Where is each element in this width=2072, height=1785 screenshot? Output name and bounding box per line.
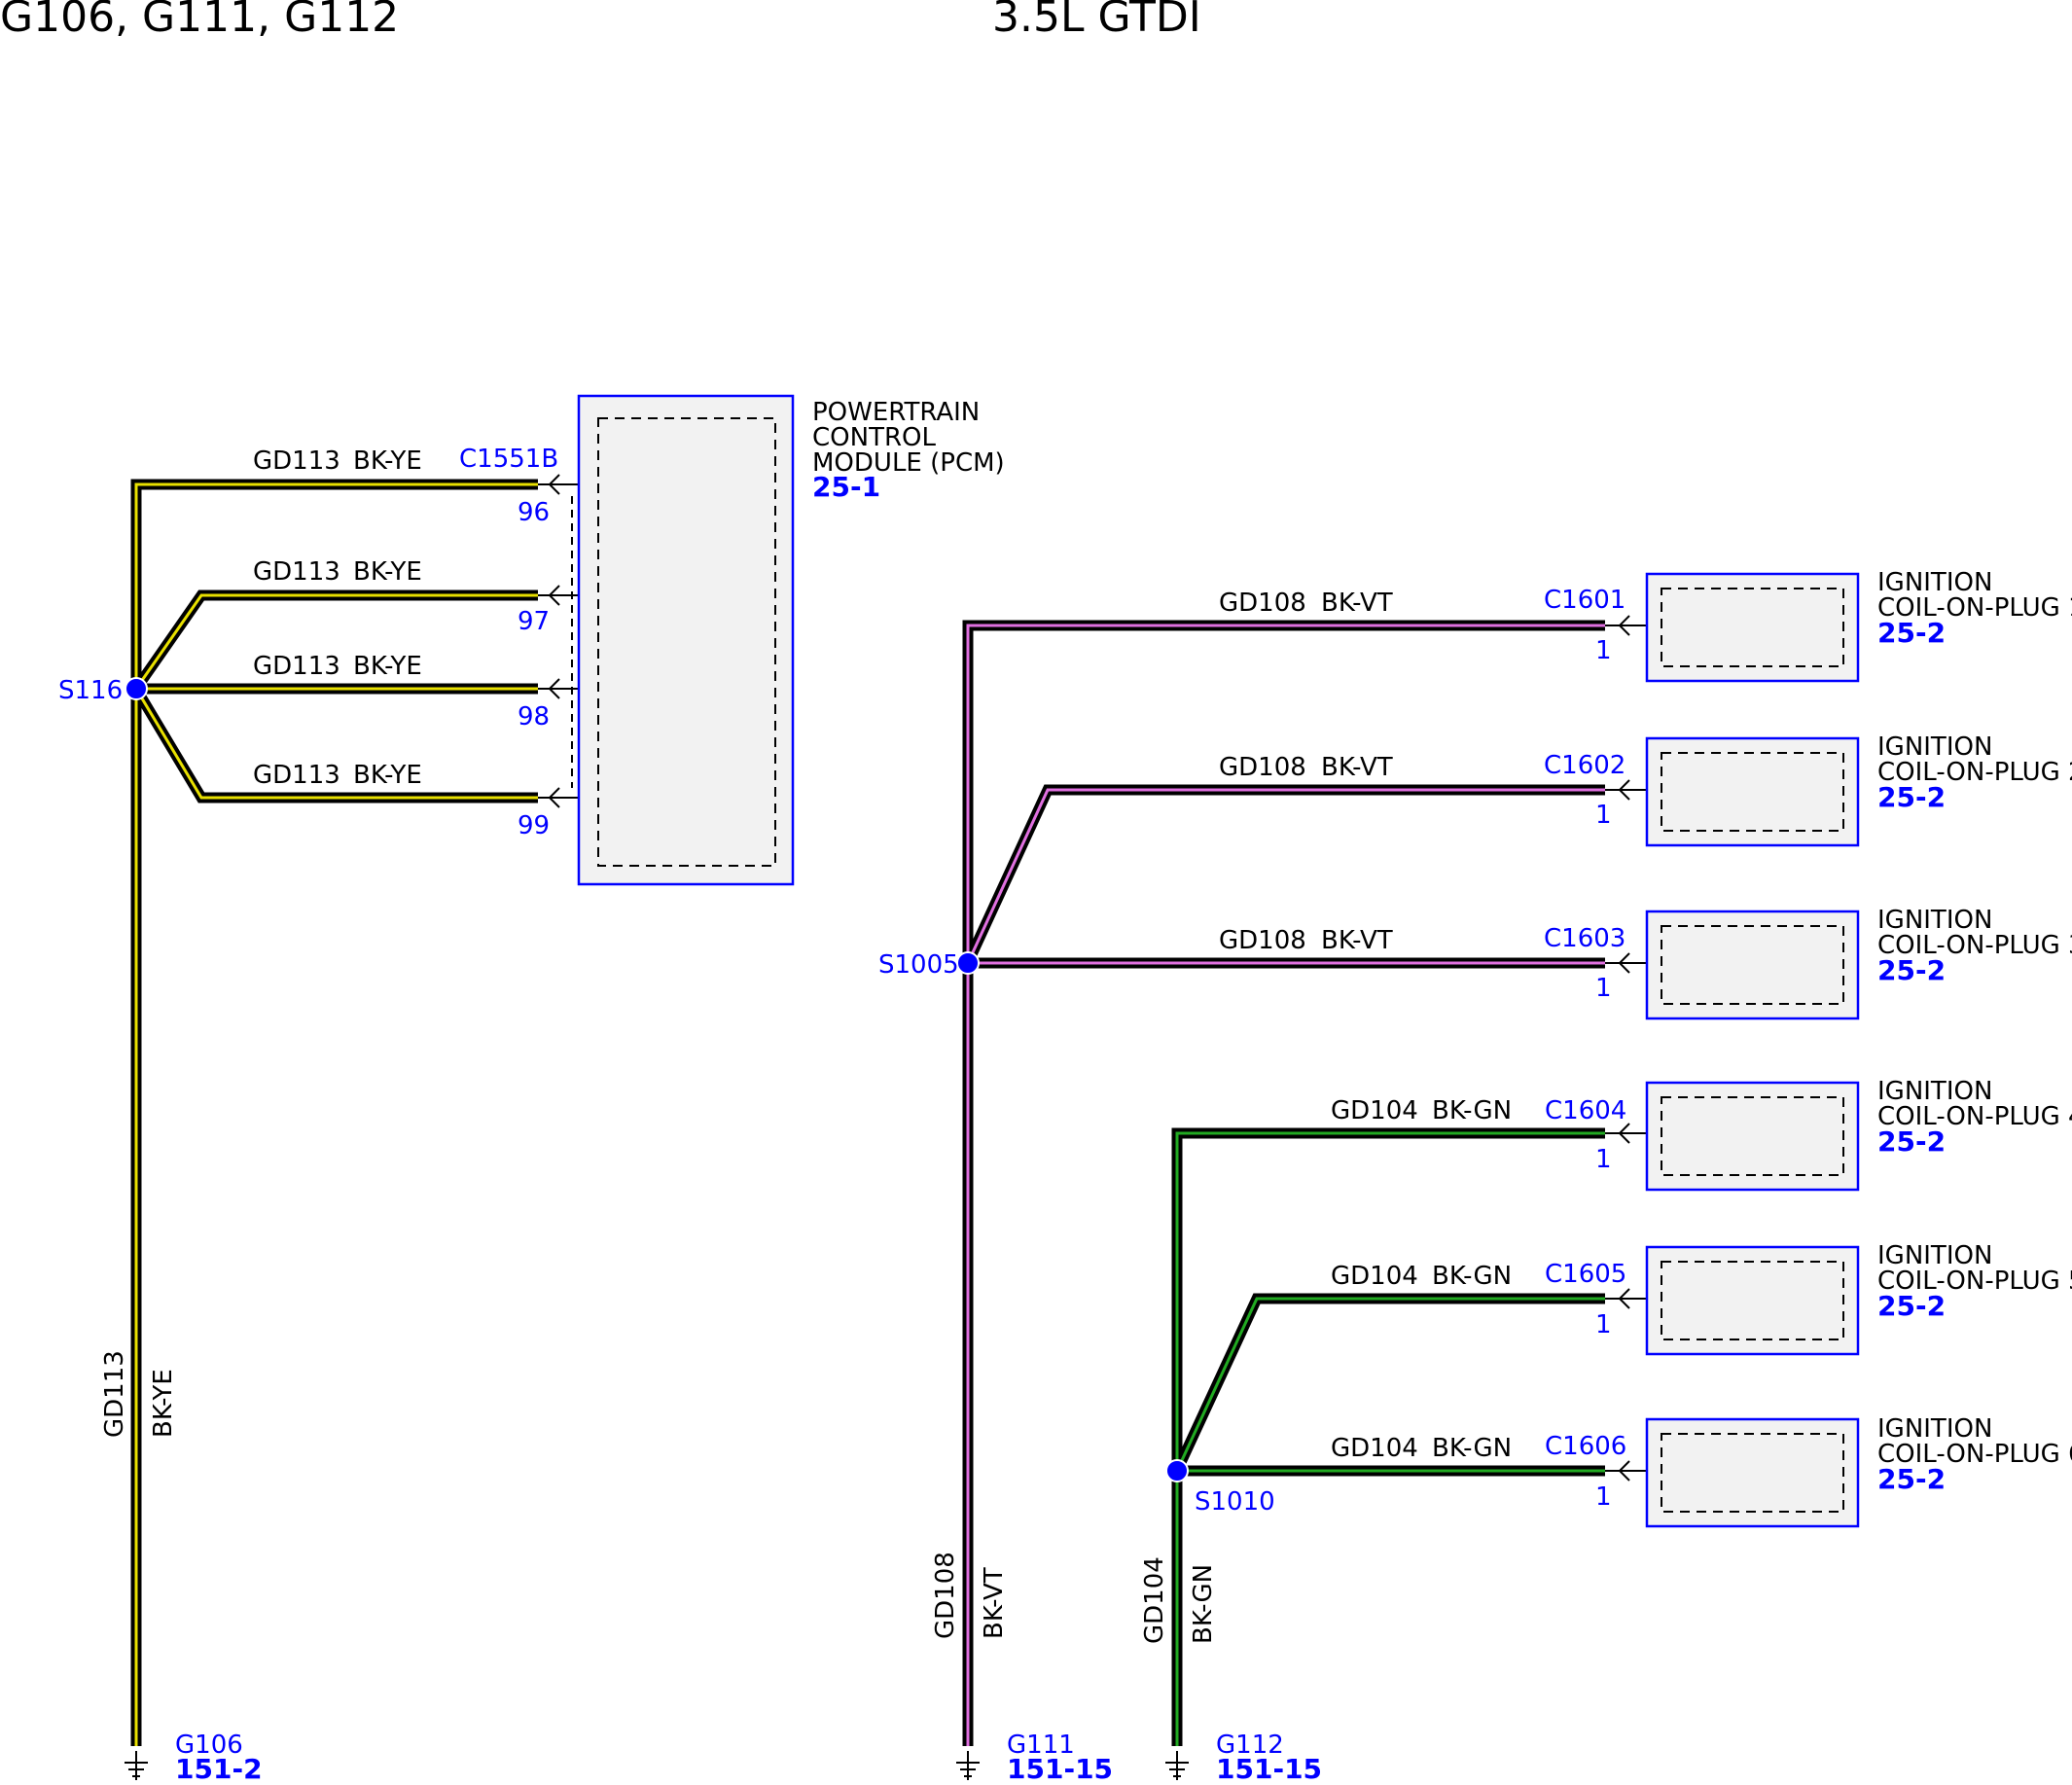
coil-box-2[interactable] (1645, 736, 1860, 847)
ground-id: G106 (175, 1731, 243, 1760)
wire-color-label: BK-YE (353, 446, 422, 476)
wire-circuit-label: GD108 (1219, 589, 1306, 618)
ground-icon (1165, 1751, 1189, 1780)
coil-ref-link[interactable]: 25-2 (1877, 1125, 1946, 1158)
pin-number: 1 (1595, 1482, 1612, 1512)
splice-s1010[interactable] (1165, 1459, 1189, 1482)
ground-icon (125, 1751, 148, 1780)
wire-circuit-label: GD113 (253, 652, 340, 681)
coil-name-line-2: COIL-ON-PLUG 3 (1877, 931, 2072, 960)
coil-ref-link[interactable]: 25-2 (1877, 1463, 1946, 1495)
coil-name-line-1: IGNITION (1877, 1241, 1992, 1270)
coil-name-line-1: IGNITION (1877, 568, 1992, 597)
connector-label: C1603 (1544, 924, 1625, 953)
wire-color-label: BK-YE (353, 761, 422, 790)
ground-ref-link[interactable]: 151-15 (1216, 1753, 1322, 1785)
splice-label: S1005 (878, 950, 959, 980)
trunk-circuit-label: GD113 (100, 1350, 129, 1438)
pcm-name-line-3: MODULE (PCM) (812, 448, 1005, 478)
trunk-circuit-label: GD108 (931, 1552, 960, 1639)
wire-group-g106[interactable] (130, 479, 538, 1746)
pin-number: 1 (1595, 636, 1612, 665)
splice-label: S1010 (1195, 1487, 1275, 1517)
pin-number: 1 (1595, 801, 1612, 830)
wire-circuit-label: GD113 (253, 761, 340, 790)
pin-number: 1 (1595, 1310, 1612, 1339)
coil-name-line-2: COIL-ON-PLUG 5 (1877, 1267, 2072, 1296)
coil-ref-link[interactable]: 25-2 (1877, 954, 1946, 986)
wire-color-label: BK-VT (1321, 926, 1393, 955)
splice-s1005[interactable] (956, 951, 980, 975)
coil-name-line-2: COIL-ON-PLUG 4 (1877, 1102, 2072, 1131)
pcm-connector-label: C1551B (459, 445, 558, 474)
trunk-color-label: BK-YE (149, 1369, 178, 1438)
coil-name-line-2: COIL-ON-PLUG 6 (1877, 1440, 2072, 1469)
pin-number: 1 (1595, 974, 1612, 1003)
wire-circuit-label: GD113 (253, 446, 340, 476)
wire-color-label: BK-YE (353, 557, 422, 587)
coil-box-5[interactable] (1645, 1245, 1860, 1356)
coil-ref-link[interactable]: 25-2 (1877, 781, 1946, 813)
connector-label: C1606 (1545, 1432, 1626, 1461)
coil-name-line-1: IGNITION (1877, 732, 1992, 762)
trunk-color-label: BK-GN (1189, 1564, 1218, 1644)
wire-circuit-label: GD104 (1331, 1262, 1418, 1291)
ground-ref-link[interactable]: 151-2 (175, 1753, 263, 1785)
pcm-name-line-2: CONTROL (812, 423, 936, 452)
coil-name-line-2: COIL-ON-PLUG 2 (1877, 758, 2072, 787)
wire-group-g111[interactable] (962, 620, 1605, 1746)
pin-number: 99 (518, 811, 550, 840)
coil-box-3[interactable] (1645, 910, 1860, 1020)
coil-name-line-1: IGNITION (1877, 906, 1992, 935)
wire-group-g112[interactable] (1171, 1127, 1605, 1746)
pcm-name-line-1: POWERTRAIN (812, 398, 980, 427)
wire-color-label: BK-VT (1321, 589, 1393, 618)
connector-label: C1605 (1545, 1260, 1626, 1289)
connector-label: C1604 (1545, 1096, 1626, 1125)
pin-number: 98 (518, 702, 550, 732)
coil-name-line-2: COIL-ON-PLUG 1 (1877, 593, 2072, 623)
coil-ref-link[interactable]: 25-2 (1877, 617, 1946, 649)
pcm-module[interactable] (577, 394, 795, 886)
wire-circuit-label: GD113 (253, 557, 340, 587)
pin-number: 97 (518, 607, 550, 636)
trunk-circuit-label: GD104 (1140, 1556, 1169, 1644)
trunk-color-label: BK-VT (980, 1567, 1009, 1639)
wire-color-label: BK-YE (353, 652, 422, 681)
wire-color-label: BK-VT (1321, 753, 1393, 782)
header-ground-list: G106, G111, G112 (0, 0, 399, 42)
wire-circuit-label: GD108 (1219, 753, 1306, 782)
pin-number: 96 (518, 498, 550, 527)
wire-color-label: BK-GN (1432, 1096, 1512, 1125)
header-engine: 3.5L GTDI (992, 0, 1201, 42)
ground-id: G111 (1007, 1731, 1075, 1760)
pcm-ref-link[interactable]: 25-1 (812, 471, 880, 503)
connector-label: C1601 (1544, 586, 1625, 615)
splice-s116[interactable] (125, 677, 148, 700)
ground-icon (956, 1751, 980, 1780)
pin-number: 1 (1595, 1145, 1612, 1174)
wire-circuit-label: GD108 (1219, 926, 1306, 955)
coil-box-4[interactable] (1645, 1081, 1860, 1192)
splice-label: S116 (58, 676, 123, 705)
wire-color-label: BK-GN (1432, 1262, 1512, 1291)
coil-box-1[interactable] (1645, 572, 1860, 683)
ground-ref-link[interactable]: 151-15 (1007, 1753, 1113, 1785)
ground-id: G112 (1216, 1731, 1284, 1760)
coil-name-line-1: IGNITION (1877, 1077, 1992, 1106)
coil-ref-link[interactable]: 25-2 (1877, 1290, 1946, 1322)
coil-box-6[interactable] (1645, 1417, 1860, 1528)
wire-color-label: BK-GN (1432, 1434, 1512, 1463)
wire-circuit-label: GD104 (1331, 1096, 1418, 1125)
connector-label: C1602 (1544, 751, 1625, 780)
coil-name-line-1: IGNITION (1877, 1414, 1992, 1444)
wire-circuit-label: GD104 (1331, 1434, 1418, 1463)
